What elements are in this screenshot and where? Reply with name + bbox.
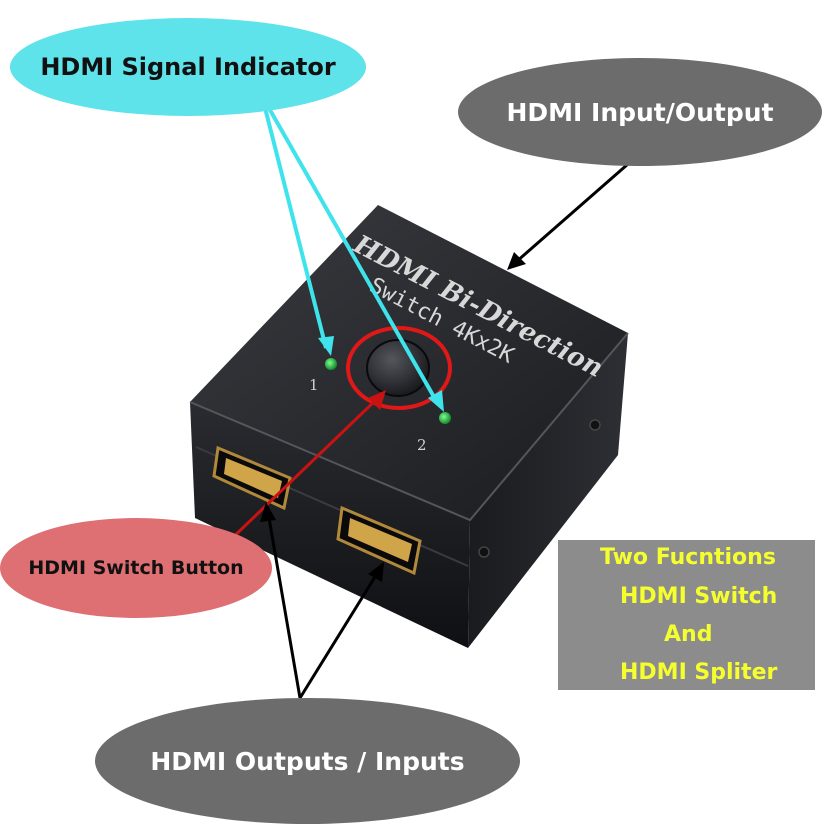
functions-line: And: [664, 622, 713, 647]
outputs-inputs-callout: HDMI Outputs / Inputs: [95, 698, 520, 824]
switch-button: [366, 339, 430, 397]
hdmi-port-2: [336, 505, 422, 576]
device-edge-highlight: [189, 332, 629, 522]
signal-indicator-arrows: [260, 95, 444, 412]
led-indicator-2: [439, 412, 451, 424]
input-output-callout: HDMI Input/Output: [458, 58, 822, 166]
outputs-inputs-arrows: [260, 502, 384, 699]
switch-button-callout-label: HDMI Switch Button: [28, 557, 244, 579]
led-indicator-1: [325, 358, 337, 370]
hdmi-port-1: [212, 445, 292, 511]
signal-indicator-callout: HDMI Signal Indicator: [10, 18, 366, 116]
switch-button-highlight-ring: [346, 326, 452, 410]
led-1-label: 1: [309, 376, 319, 394]
switch-button-arrow: [224, 390, 386, 546]
signal-indicator-callout-label: HDMI Signal Indicator: [40, 53, 336, 81]
switch-button-callout: HDMI Switch Button: [0, 518, 272, 618]
functions-box: Two Fucntions HDMI Switch And HDMI Split…: [558, 540, 815, 690]
outputs-inputs-callout-label: HDMI Outputs / Inputs: [150, 746, 465, 776]
hdmi-switch-device: HDMI Bi-Direction Switch 4Kx2K 1 2: [189, 205, 629, 648]
device-front-face: [190, 402, 470, 648]
functions-line: Two Fucntions: [600, 545, 776, 570]
input-output-arrow: [507, 162, 629, 270]
device-screw-1: [478, 546, 490, 558]
device-side-face: [468, 333, 628, 648]
device-screw-2: [589, 419, 601, 431]
input-output-callout-label: HDMI Input/Output: [506, 97, 774, 127]
functions-line: HDMI Switch: [620, 584, 778, 609]
functions-line: HDMI Spliter: [620, 660, 778, 685]
led-2-label: 2: [417, 436, 427, 454]
